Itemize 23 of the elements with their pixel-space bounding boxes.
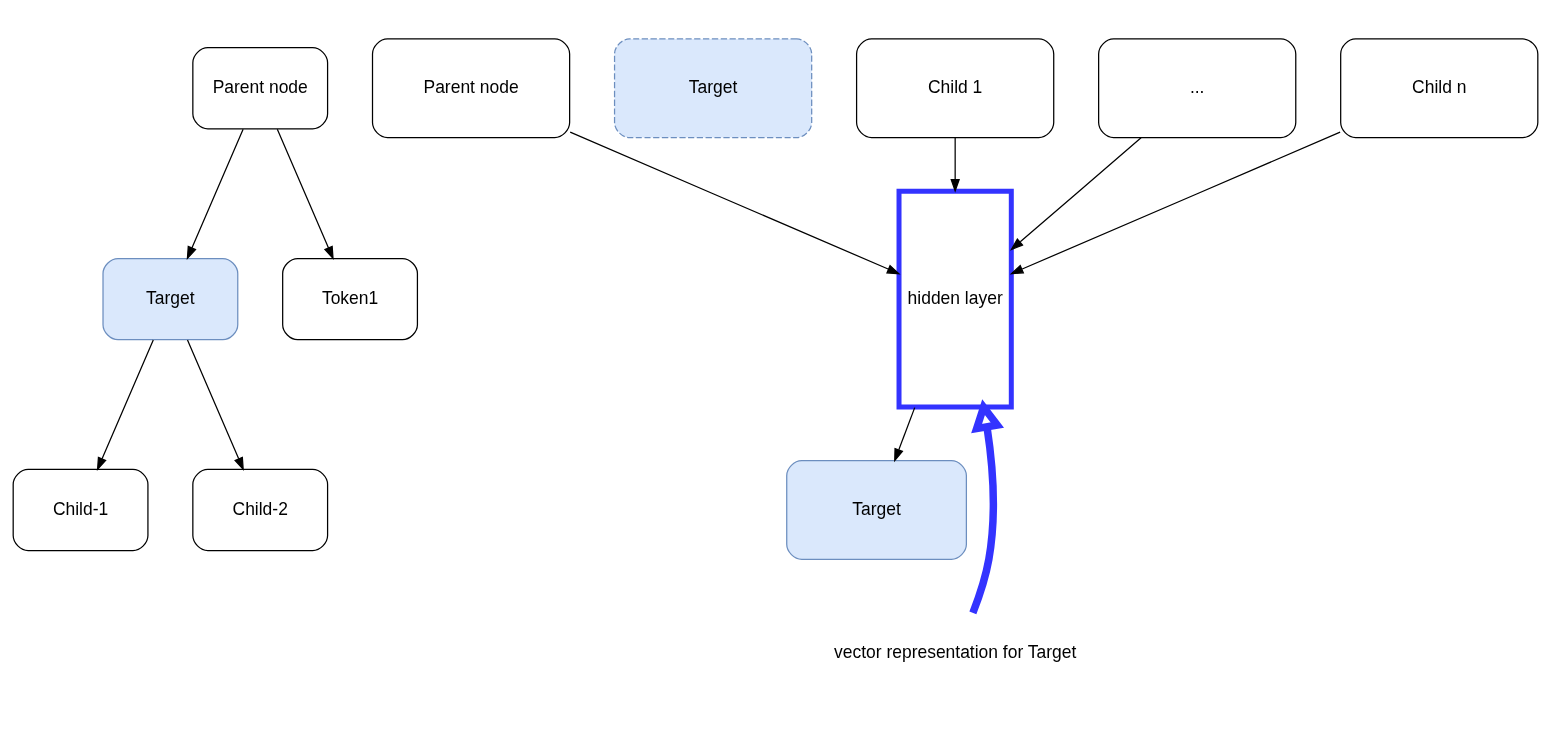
arrow	[186, 339, 244, 471]
node-box: Target	[786, 460, 967, 560]
arrow	[96, 339, 154, 471]
node-box: Target	[102, 257, 239, 341]
arrow	[894, 407, 916, 463]
node-box: Target	[613, 38, 813, 139]
arrow	[1009, 131, 1341, 275]
node-box: ...	[1098, 38, 1297, 139]
node-text: vector representation for Target	[834, 642, 1077, 663]
node-box: Parent node	[192, 47, 329, 130]
node-box: Child 1	[855, 38, 1055, 139]
node-box: Child n	[1340, 38, 1539, 139]
node-box: Child-2	[192, 468, 329, 552]
arrow	[1010, 137, 1142, 251]
node-box: Parent node	[371, 38, 571, 139]
node-box: Child-1	[12, 468, 149, 552]
node-box: hidden layer	[896, 188, 1014, 410]
arrow	[276, 128, 334, 261]
node-box: Token1	[282, 257, 419, 341]
arrow	[569, 131, 901, 275]
arrow	[186, 128, 244, 261]
arrow	[969, 399, 1004, 615]
arrow	[950, 137, 960, 193]
